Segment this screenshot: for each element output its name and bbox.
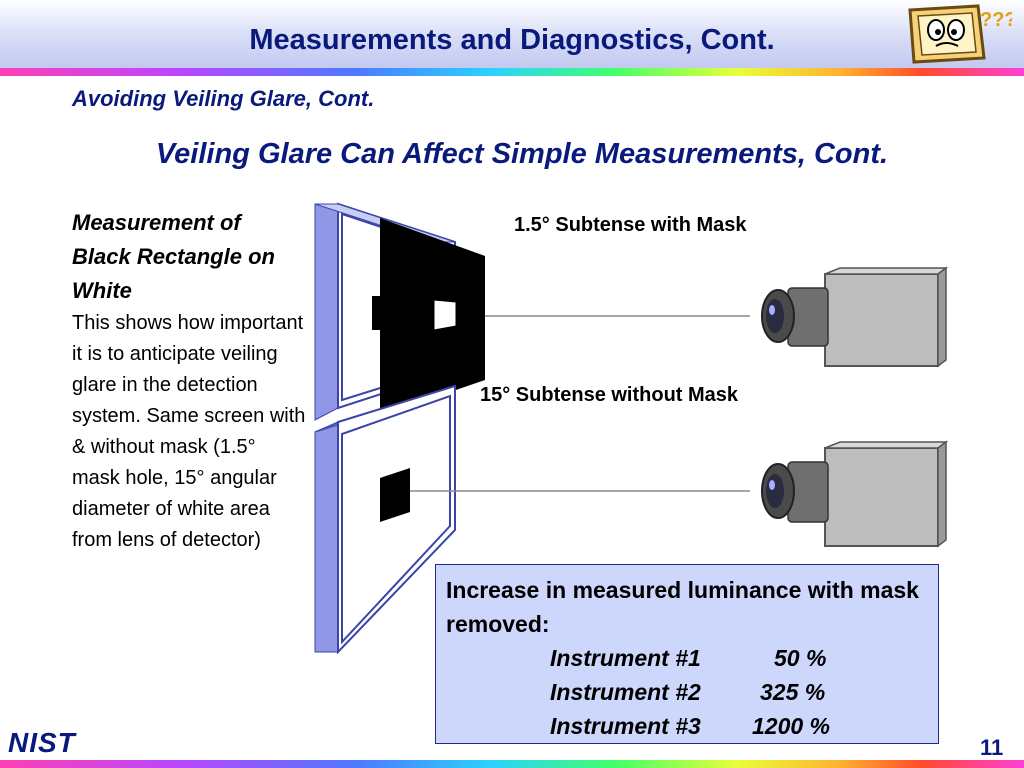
result-heading: Increase in measured luminance with mask… [446, 577, 919, 637]
slide-title: Measurements and Diagnostics, Cont. [249, 24, 775, 56]
bottom-rainbow-divider [0, 760, 1024, 768]
cartoon-question-marks: ???? [980, 9, 1012, 31]
left-heading: Measurement of Black Rectangle on White [72, 210, 275, 303]
page-number: 11 [980, 735, 1004, 760]
label-with-mask: 1.5° Subtense with Mask [514, 214, 747, 236]
result-row: Instrument #2 325 % [446, 675, 928, 709]
veiling-glare-diagram [314, 202, 949, 655]
mask-hole [433, 299, 457, 331]
result-instrument: Instrument #1 [550, 645, 701, 671]
bottom-camera [761, 440, 949, 548]
slide-heading: Veiling Glare Can Affect Simple Measurem… [155, 138, 889, 170]
nist-logo-text: NIST [8, 728, 78, 756]
mask-side-tab [372, 296, 380, 330]
result-box: Increase in measured luminance with mask… [435, 564, 939, 744]
result-row: Instrument #3 1200 % [446, 709, 928, 743]
confused-monitor-icon: ???? [908, 4, 1012, 64]
header-bar [0, 0, 1024, 68]
result-instrument: Instrument #3 [550, 713, 701, 739]
nist-logo: NIST [8, 728, 78, 756]
black-mask [380, 218, 485, 416]
top-camera [761, 266, 949, 368]
result-value: 1200 % [752, 713, 831, 739]
label-without-mask: 15° Subtense without Mask [480, 384, 739, 406]
result-value: 325 % [760, 679, 826, 705]
result-row: Instrument #1 50 % [446, 641, 928, 675]
top-rainbow-divider [0, 68, 1024, 76]
black-rectangle [380, 468, 410, 522]
result-value: 50 % [774, 645, 827, 671]
slide-subtitle: Avoiding Veiling Glare, Cont. [72, 86, 375, 111]
bottom-screen-frame [314, 421, 339, 653]
bottom-screen-inner [341, 394, 451, 645]
top-screen-frame [314, 203, 339, 421]
left-body-text: This shows how important it is to antici… [72, 312, 306, 551]
result-instrument: Instrument #2 [550, 679, 701, 705]
